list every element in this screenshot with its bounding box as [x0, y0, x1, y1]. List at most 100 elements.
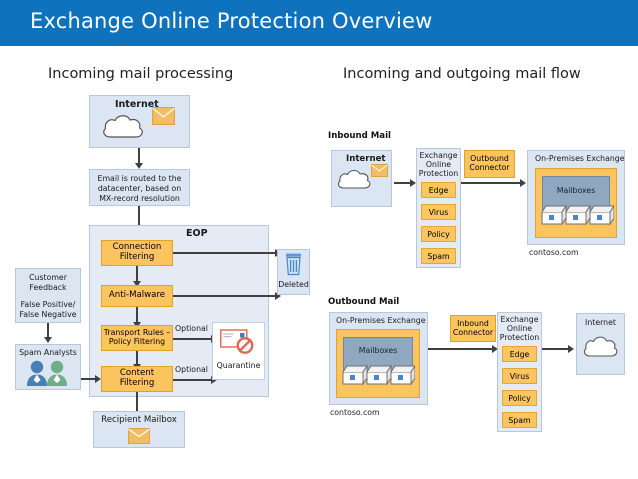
- connection-filtering-box[interactable]: Connection Filtering: [101, 240, 173, 266]
- arrow-tr-to-cnt: [136, 351, 138, 365]
- arrow-internet-to-routing: [138, 148, 140, 164]
- routing-line1: Email is routed to the: [97, 174, 182, 183]
- inbound-eop-line2: Online: [425, 160, 452, 169]
- inbound-connector-line1: Inbound: [457, 318, 489, 328]
- cloud-icon: [583, 336, 618, 357]
- outbound-filter-spam[interactable]: Spam: [502, 412, 537, 428]
- customer-feedback-box: [15, 268, 81, 323]
- arrow-internet-to-eop-in: [394, 182, 412, 184]
- inbound-filter-virus[interactable]: Virus: [421, 204, 456, 220]
- outbound-internet-box: [576, 313, 625, 375]
- outbound-connector-box[interactable]: Outbound Connector: [464, 150, 515, 178]
- inbound-mailboxes-label: Mailboxes: [556, 186, 596, 195]
- left-routing-box: [89, 169, 190, 206]
- outbound-mail-title: Outbound Mail: [328, 297, 400, 307]
- inbound-eop-line3: Protection: [418, 169, 459, 178]
- people-icon: [27, 360, 67, 386]
- arrow-eop-to-onprem-in: [461, 182, 522, 184]
- inbound-filter-spam-label: Spam: [427, 251, 450, 261]
- arrow-head: [520, 179, 526, 187]
- outbound-onprem-label: On-Premises Exchange: [336, 316, 426, 325]
- content-filtering-box[interactable]: Content Filtering: [101, 366, 173, 392]
- arrow-analysts-to-content: [81, 378, 97, 380]
- caption-left: Incoming mail processing: [48, 66, 234, 82]
- arrow-cf-to-am: [136, 266, 138, 282]
- inbound-onprem-label: On-Premises Exchange: [535, 154, 625, 163]
- arrow-onprem-to-eop-out: [428, 348, 494, 350]
- anti-malware-label: Anti-Malware: [108, 290, 166, 301]
- inbound-mail-title: Inbound Mail: [328, 131, 391, 141]
- arrow-head: [135, 163, 143, 169]
- routing-line3: MX-record resolution: [99, 194, 180, 203]
- inbound-eop-line1: Exchange: [419, 151, 458, 160]
- spam-analysts-label: Spam Analysts: [19, 348, 77, 357]
- outbound-filter-virus[interactable]: Virus: [502, 368, 537, 384]
- arrow-routing-to-eop: [138, 206, 140, 236]
- envelope-icon: [152, 107, 175, 125]
- recipient-mailbox-label: Recipient Mailbox: [101, 415, 177, 425]
- outbound-connector-line1: Outbound: [470, 154, 509, 164]
- blocked-message-icon: [220, 329, 254, 354]
- outbound-connector-line2: Connector: [469, 163, 510, 172]
- customer-feedback-line1: Customer: [29, 273, 67, 282]
- outbound-eop-line2: Online: [506, 324, 533, 333]
- content-filtering-line1: Content: [119, 368, 155, 379]
- slide-header: Exchange Online Protection Overview: [0, 0, 638, 46]
- outbound-filter-virus-label: Virus: [509, 371, 530, 381]
- outbound-domain-label: contoso.com: [330, 408, 380, 417]
- inbound-filter-policy[interactable]: Policy: [421, 226, 456, 242]
- optional-label-2: Optional: [175, 365, 208, 374]
- inbound-filter-edge[interactable]: Edge: [421, 182, 456, 198]
- cloud-icon: [337, 169, 371, 189]
- transport-rules-line2: Policy Filtering: [108, 337, 166, 346]
- arrow-head: [492, 345, 498, 353]
- outbound-filter-policy-label: Policy: [508, 393, 531, 403]
- outbound-filter-spam-label: Spam: [508, 415, 531, 425]
- deleted-label: Deleted: [278, 280, 309, 289]
- anti-malware-box[interactable]: Anti-Malware: [101, 285, 173, 307]
- arrow-head: [211, 376, 217, 384]
- trash-icon: [286, 253, 301, 276]
- outbound-eop-line1: Exchange: [500, 315, 539, 324]
- inbound-domain-label: contoso.com: [529, 248, 579, 257]
- content-filtering-line2: Filtering: [119, 378, 155, 388]
- envelope-icon: [128, 428, 150, 444]
- arrow-am-to-tr: [136, 307, 138, 323]
- transport-rules-line1: Transport Rules –: [103, 328, 171, 338]
- arrow-head: [275, 292, 281, 300]
- server-icons: [541, 204, 614, 226]
- inbound-filter-spam[interactable]: Spam: [421, 248, 456, 264]
- page-title: Exchange Online Protection Overview: [30, 9, 433, 33]
- inbound-filter-edge-label: Edge: [428, 185, 449, 195]
- arrow-head: [568, 345, 574, 353]
- transport-rules-box[interactable]: Transport Rules – Policy Filtering: [101, 325, 173, 351]
- arrow-cf-to-quarantine: [173, 379, 213, 381]
- connection-filtering-line2: Filtering: [119, 252, 155, 262]
- outbound-eop-line3: Protection: [499, 333, 540, 342]
- arrow-head: [44, 337, 52, 343]
- arrow-feedback-to-analysts: [47, 323, 49, 338]
- customer-feedback-line4: False Negative: [19, 310, 77, 319]
- arrow-head: [133, 281, 141, 287]
- arrow-cf-to-deleted: [173, 252, 277, 254]
- quarantine-label: Quarantine: [216, 361, 261, 370]
- arrow-head: [410, 179, 416, 187]
- outbound-filter-edge[interactable]: Edge: [502, 346, 537, 362]
- routing-line2: datacenter, based on: [97, 184, 182, 193]
- left-internet-label: Internet: [115, 99, 159, 110]
- outbound-filter-edge-label: Edge: [509, 349, 530, 359]
- customer-feedback-line3: False Positive/: [20, 300, 76, 309]
- inbound-filter-virus-label: Virus: [428, 207, 449, 217]
- customer-feedback-line2: Feedback: [29, 283, 67, 292]
- cloud-icon: [103, 115, 143, 138]
- caption-right: Incoming and outgoing mail flow: [343, 66, 581, 82]
- inbound-connector-box[interactable]: Inbound Connector: [450, 315, 496, 342]
- inbound-connector-line2: Connector: [452, 327, 494, 337]
- outbound-filter-policy[interactable]: Policy: [502, 390, 537, 406]
- arrow-cnt-to-mailbox: [136, 392, 138, 414]
- optional-label-1: Optional: [175, 324, 208, 333]
- arrow-tr-to-quarantine: [173, 338, 213, 340]
- eop-label: EOP: [186, 228, 208, 239]
- arrow-head: [95, 375, 101, 383]
